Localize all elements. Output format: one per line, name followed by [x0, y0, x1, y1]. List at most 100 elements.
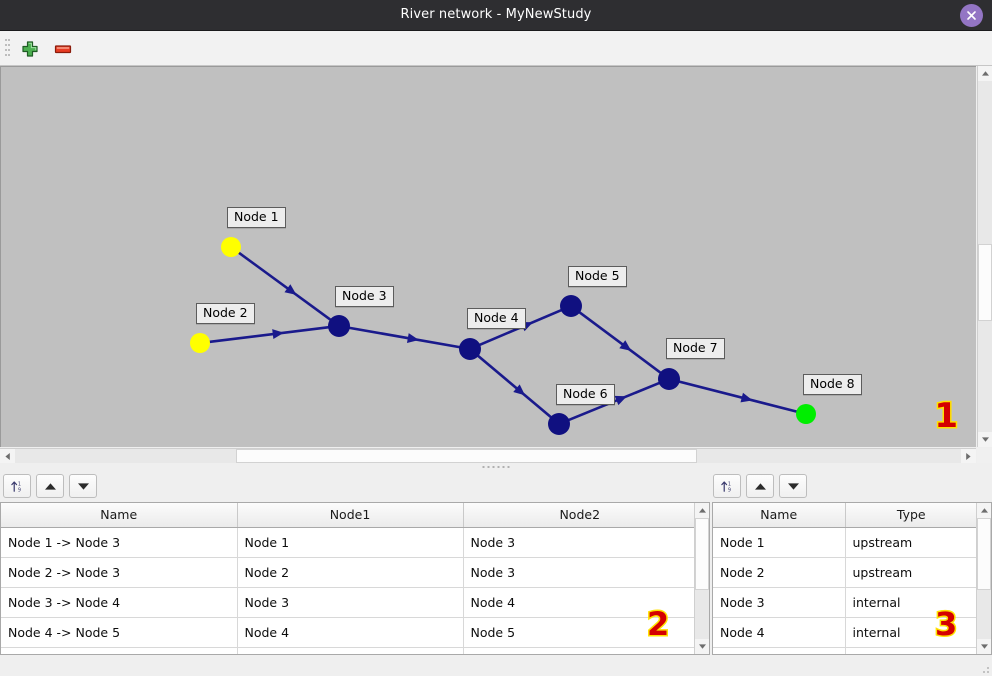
graph-node-label-node-2[interactable]: Node 2 — [196, 303, 255, 324]
triangle-up-icon — [981, 508, 988, 513]
links-sort-button[interactable]: 1 9 — [3, 474, 31, 498]
nodes-vscroll-thumb[interactable] — [977, 518, 991, 590]
graph-node-label-node-3[interactable]: Node 3 — [335, 286, 394, 307]
table-cell[interactable] — [463, 647, 696, 654]
table-cell[interactable]: Node 2 — [713, 557, 846, 588]
edge-Node4-to-Node6[interactable] — [476, 354, 553, 419]
canvas-vscroll-thumb[interactable] — [978, 244, 992, 321]
nodes-move-down-button[interactable] — [779, 474, 807, 498]
graph-node-label-node-6[interactable]: Node 6 — [556, 384, 615, 405]
table-cell[interactable]: Node 4 — [237, 617, 464, 648]
nodes-scroll-up-button[interactable] — [977, 503, 991, 518]
table-cell[interactable]: upstream — [845, 557, 977, 588]
graph-node-node-1[interactable] — [221, 237, 241, 257]
edge-Node1-to-Node3[interactable] — [237, 251, 332, 322]
graph-node-label-node-5[interactable]: Node 5 — [568, 266, 627, 287]
table-cell[interactable]: Node 1 — [237, 527, 464, 558]
table-cell[interactable] — [1, 647, 238, 654]
links-move-up-button[interactable] — [36, 474, 64, 498]
table-cell[interactable]: Node 3 — [713, 587, 846, 618]
graph-node-node-6[interactable] — [548, 413, 570, 435]
nodes-sort-button[interactable]: 1 9 — [713, 474, 741, 498]
graph-node-node-5[interactable] — [560, 295, 582, 317]
links-scroll-down-button[interactable] — [695, 639, 709, 654]
table-row-empty[interactable] — [713, 647, 977, 654]
column-header-type[interactable]: Type — [845, 503, 977, 528]
edge-Node3-to-Node4[interactable] — [348, 326, 461, 349]
edge-Node7-to-Node8[interactable] — [678, 380, 798, 414]
graph-node-node-3[interactable] — [328, 315, 350, 337]
canvas-scroll-up-button[interactable] — [978, 66, 992, 81]
toolbar-grip[interactable] — [5, 39, 10, 57]
canvas-scroll-down-button[interactable] — [978, 432, 992, 447]
canvas-vertical-scrollbar[interactable] — [977, 66, 992, 447]
close-window-button[interactable] — [960, 4, 983, 27]
graph-node-node-4[interactable] — [459, 338, 481, 360]
table-cell[interactable]: Node 1 -> Node 3 — [1, 527, 238, 558]
links-table-vertical-scrollbar[interactable] — [694, 503, 709, 654]
canvas-scroll-right-button[interactable] — [961, 449, 976, 464]
graph-node-node-7[interactable] — [658, 368, 680, 390]
table-cell[interactable]: Node 4 — [463, 587, 696, 618]
table-cell[interactable]: Node 1 — [713, 527, 846, 558]
links-vscroll-thumb[interactable] — [695, 518, 709, 590]
svg-text:1: 1 — [17, 481, 20, 487]
column-header-node1[interactable]: Node1 — [237, 503, 464, 528]
scrollbar-corner — [977, 448, 992, 463]
links-scroll-up-button[interactable] — [695, 503, 709, 518]
table-cell[interactable]: Node 3 — [463, 557, 696, 588]
table-cell[interactable]: Node 2 -> Node 3 — [1, 557, 238, 588]
table-cell[interactable] — [237, 647, 464, 654]
arrowhead-icon — [272, 329, 284, 340]
edge-Node2-to-Node3[interactable] — [208, 325, 330, 344]
table-cell[interactable]: upstream — [845, 527, 977, 558]
graph-node-node-8[interactable] — [796, 404, 816, 424]
column-header-name[interactable]: Name — [713, 503, 846, 528]
table-cell[interactable]: Node 4 — [713, 617, 846, 648]
table-row-empty[interactable] — [1, 647, 696, 654]
resize-grip[interactable] — [983, 667, 989, 673]
links-move-down-button[interactable] — [69, 474, 97, 498]
edge-Node5-to-Node7[interactable] — [578, 310, 662, 375]
horizontal-splitter[interactable] — [0, 463, 992, 472]
splitter-grip — [482, 466, 510, 468]
table-cell[interactable]: Node 3 -> Node 4 — [1, 587, 238, 618]
add-node-button[interactable] — [20, 39, 40, 59]
graph-node-label-node-8[interactable]: Node 8 — [803, 374, 862, 395]
canvas-hscroll-thumb[interactable] — [236, 449, 697, 463]
network-canvas[interactable]: Node 1 Node 2 Node 3 Node 4 Node 5 Node 6 Node… — [0, 66, 976, 447]
graph-node-label-node-4[interactable]: Node 4 — [467, 308, 526, 329]
column-header-node2[interactable]: Node2 — [463, 503, 696, 528]
table-cell[interactable]: Node 4 -> Node 5 — [1, 617, 238, 648]
graph-node-node-2[interactable] — [190, 333, 210, 353]
canvas-horizontal-scrollbar[interactable] — [0, 448, 976, 464]
table-cell[interactable] — [845, 647, 977, 654]
table-cell[interactable] — [713, 647, 846, 654]
delete-node-button[interactable] — [53, 39, 73, 59]
nodes-scroll-down-button[interactable] — [977, 639, 991, 654]
nodes-move-up-button[interactable] — [746, 474, 774, 498]
column-header-name[interactable]: Name — [1, 503, 238, 528]
table-cell[interactable]: internal — [845, 617, 977, 648]
graph-node-label-node-1[interactable]: Node 1 — [227, 207, 286, 228]
table-cell[interactable]: Node 3 — [237, 587, 464, 618]
table-cell[interactable]: Node 5 — [463, 617, 696, 648]
table-cell[interactable]: Node 3 — [463, 527, 696, 558]
table-cell[interactable]: internal — [845, 587, 977, 618]
nodes-table-vertical-scrollbar[interactable] — [976, 503, 991, 654]
table-cell[interactable]: Node 2 — [237, 557, 464, 588]
canvas-scroll-left-button[interactable] — [0, 449, 15, 464]
graph-node-label-node-7[interactable]: Node 7 — [666, 338, 725, 359]
